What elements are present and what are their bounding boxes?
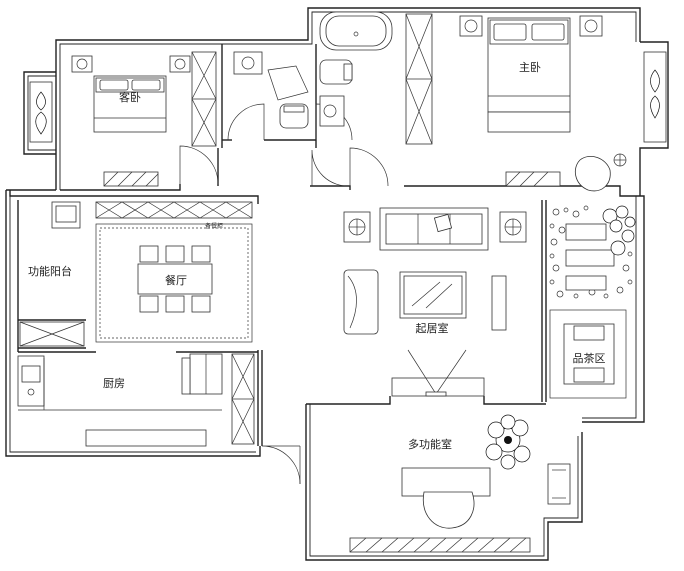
master-window-cabinet [505, 171, 561, 187]
tea-stool [573, 367, 605, 383]
room-label-tea-area: 品茶区 [573, 352, 606, 365]
room-label-guest-bedroom: 客卧 [119, 90, 141, 104]
bathrooms [233, 11, 393, 129]
kitchen-window-counter [85, 429, 207, 447]
kitchen: 厨房 [17, 353, 255, 447]
dining-chair [139, 245, 159, 263]
doors [179, 65, 389, 485]
room-label-master-bedroom: 主卧 [519, 61, 541, 74]
master-nightstand-left [459, 15, 483, 37]
master-bench [487, 111, 571, 133]
nightstand-left [71, 55, 93, 73]
dining-room: 备餐柜 餐厅 [95, 201, 253, 343]
dining-chair [139, 295, 159, 313]
ottoman [491, 275, 507, 331]
sideboard-label: 备餐柜 [205, 222, 223, 230]
guest-window-cabinet [103, 171, 159, 187]
room-label-functional-balcony: 功能阳台 [28, 264, 72, 278]
dining-table [137, 263, 213, 295]
dining-rug [95, 223, 253, 343]
potted-tree-icon [485, 414, 531, 470]
room-label-dining-room: 餐厅 [165, 273, 187, 287]
dining-chair [191, 295, 211, 313]
exterior-walls [5, 7, 669, 561]
multifunction-cabinet [349, 537, 531, 553]
guest-bedroom: 客卧 [29, 51, 217, 187]
stepping-stone [565, 275, 607, 291]
room-label-multifunction-room: 多功能室 [408, 437, 452, 451]
garden-plant-icon [602, 205, 636, 256]
dining-chair [165, 295, 185, 313]
living-room: 起居室 [343, 207, 527, 397]
dining-chair [165, 245, 185, 263]
multifunction-room: 多功能室 [349, 414, 571, 553]
stepping-stone [565, 249, 615, 267]
armchair [343, 269, 379, 335]
wash-basin-left [233, 51, 263, 75]
garden-pebbles [549, 205, 633, 299]
room-label-kitchen: 厨房 [103, 377, 125, 390]
tv [425, 391, 447, 397]
master-nightstand-right [579, 15, 603, 37]
functional-balcony: 功能阳台 [19, 201, 85, 347]
desk [401, 467, 491, 497]
dining-cabinet [95, 201, 253, 219]
wash-basin-right [319, 95, 345, 127]
range-hood [181, 357, 191, 395]
stepping-stone [565, 223, 607, 241]
room-label-living-room: 起居室 [416, 321, 449, 335]
master-bedroom: 主卧 [405, 13, 667, 192]
balcony-chair [547, 463, 571, 505]
desk-chair [422, 491, 475, 529]
tea-area-rug [549, 309, 627, 399]
lounge-chair [574, 156, 611, 192]
dining-chair [191, 245, 211, 263]
tea-area: 品茶区 [549, 205, 636, 399]
nightstand-right [169, 55, 191, 73]
tea-stool [573, 325, 605, 341]
